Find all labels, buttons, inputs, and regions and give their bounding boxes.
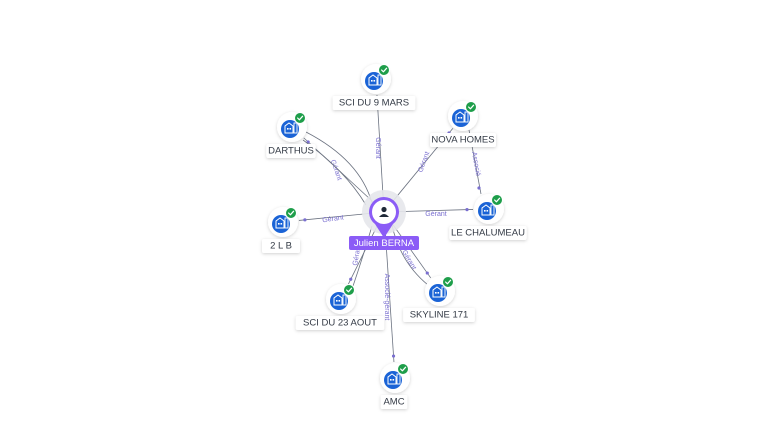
person-icon <box>379 206 389 217</box>
company-name: DARTHUS <box>268 146 314 157</box>
company-label[interactable]: DARTHUS <box>266 144 316 158</box>
company-label[interactable]: SKYLINE 171 <box>403 308 475 322</box>
company-name: SCI DU 9 MARS <box>339 98 409 109</box>
edge-arrow <box>465 208 469 212</box>
relation-label: Gérant <box>425 211 446 218</box>
company-name: SCI DU 23 AOUT <box>303 318 377 329</box>
company-node-amc[interactable]: AMC <box>380 363 410 409</box>
company-name: SKYLINE 171 <box>410 310 469 321</box>
relation-label: Associé-gérant <box>383 274 390 321</box>
edge-arrow <box>391 354 396 358</box>
verified-badge-icon <box>397 363 409 375</box>
relation-edge-sci-du-9-mars[interactable]: Gérant <box>374 94 384 199</box>
company-name: AMC <box>383 397 404 408</box>
company-node-sci-du-23-aout[interactable]: SCI DU 23 AOUT <box>295 284 385 330</box>
verified-badge-icon <box>343 284 355 296</box>
building-icon <box>478 202 496 220</box>
relation-label: Gérant <box>400 249 417 271</box>
company-node-2-l-b[interactable]: 2 L B <box>262 207 300 253</box>
company-name: LE CHALUMEAU <box>451 228 525 239</box>
relation-label: Gérant <box>352 244 363 266</box>
company-label[interactable]: SCI DU 23 AOUT <box>295 316 385 330</box>
verified-badge-icon <box>491 194 503 206</box>
company-label[interactable]: LE CHALUMEAU <box>449 226 527 240</box>
verified-badge-icon <box>465 101 477 113</box>
person-name-label[interactable]: Julien BERNA <box>349 236 419 250</box>
verified-badge-icon <box>378 64 390 76</box>
company-label[interactable]: 2 L B <box>262 239 300 253</box>
verified-badge-icon <box>285 207 297 219</box>
company-name: NOVA HOMES <box>431 135 494 146</box>
relation-label: Associé <box>470 151 481 176</box>
company-node-nova-homes[interactable]: NOVA HOMES <box>430 101 496 147</box>
company-name: 2 L B <box>270 241 292 252</box>
edge-arrow <box>425 271 429 275</box>
relation-edge-skyline-171[interactable]: Gérant <box>391 223 432 279</box>
building-icon <box>281 120 299 138</box>
company-node-darthus[interactable]: DARTHUS <box>266 112 316 158</box>
center-layer: Julien BERNA <box>349 190 419 250</box>
building-icon <box>272 215 290 233</box>
edge-arrow <box>349 277 353 281</box>
edge-arrow <box>477 186 481 190</box>
person-node[interactable]: Julien BERNA <box>349 190 419 250</box>
relation-edge-le-chalumeau[interactable]: Gérant <box>397 208 474 218</box>
company-node-sci-du-9-mars[interactable]: SCI DU 9 MARS <box>332 64 416 110</box>
building-icon <box>384 371 402 389</box>
building-icon <box>330 292 348 310</box>
building-icon <box>365 72 383 90</box>
building-icon <box>452 109 470 127</box>
company-node-skyline-171[interactable]: SKYLINE 171 <box>403 276 475 322</box>
edge-arrow <box>303 218 307 222</box>
relation-edge-2-l-b[interactable]: Gérant <box>298 212 371 224</box>
company-label[interactable]: AMC <box>380 395 408 409</box>
relation-label: Gérant <box>322 214 344 224</box>
building-icon <box>429 284 447 302</box>
verified-badge-icon <box>294 112 306 124</box>
company-label[interactable]: NOVA HOMES <box>430 133 496 147</box>
person-name: Julien BERNA <box>354 238 415 249</box>
relation-label: Gérant <box>374 137 381 158</box>
relation-label: Gérant <box>417 151 431 174</box>
company-node-le-chalumeau[interactable]: LE CHALUMEAU <box>449 194 527 240</box>
company-label[interactable]: SCI DU 9 MARS <box>332 96 416 110</box>
nodes-layer: SCI DU 9 MARS NOVA HOMES DARTHUS 2 L B LE CH… <box>262 64 527 409</box>
verified-badge-icon <box>442 276 454 288</box>
